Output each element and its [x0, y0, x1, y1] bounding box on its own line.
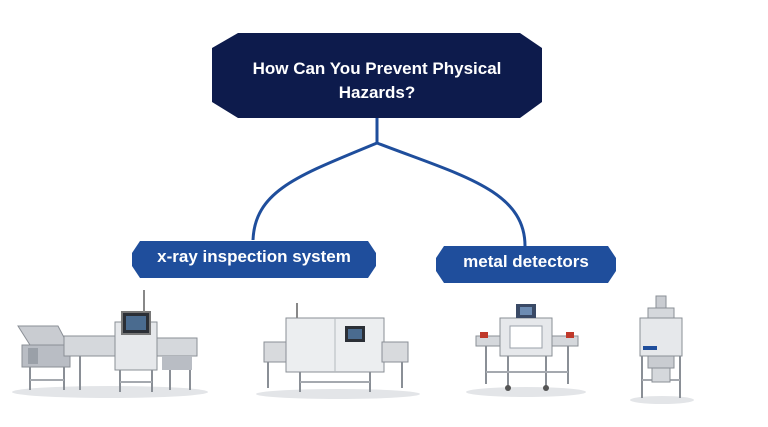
metal-detector-gravity-image	[639, 295, 683, 398]
shadow-4	[630, 396, 694, 404]
shadow-2	[256, 389, 420, 399]
root-node-shape	[212, 33, 542, 118]
xray-branch-label: x-ray inspection system	[157, 247, 351, 266]
root-title-line-1: How Can You Prevent Physical	[252, 59, 502, 78]
root-title: How Can You Prevent Physical Hazards?	[212, 57, 542, 105]
connector-lines	[251, 118, 527, 247]
shadow-3	[466, 387, 586, 397]
connector-to-xray	[251, 141, 378, 241]
metal-label-shape	[436, 246, 616, 283]
connector-to-metal	[376, 141, 527, 247]
shadow-1	[12, 386, 208, 398]
metal-detector-conveyor-image	[475, 304, 579, 391]
x-ray-inspection-machine-conveyor-image	[17, 290, 198, 392]
x-ray-inspection-machine-cabinet-image	[263, 303, 409, 392]
xray-label-shape	[132, 241, 376, 278]
root-title-line-2: Hazards?	[338, 83, 416, 102]
metal-branch-label: metal detectors	[463, 252, 589, 271]
